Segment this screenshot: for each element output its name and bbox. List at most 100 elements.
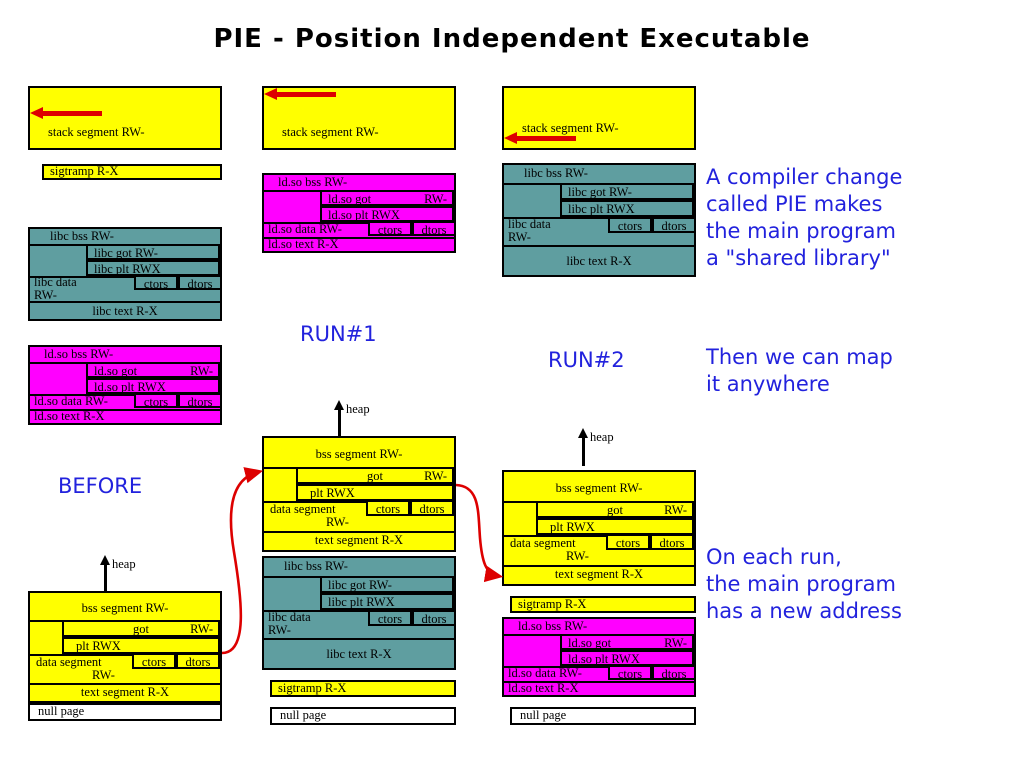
before-stack-growth-arrow [30,107,102,119]
run2-sigtramp: sigtramp R-X [510,596,696,613]
before-null-page-label: null page [38,704,85,718]
before-libc-data-perm: RW- [34,288,57,302]
column-caption-before: BEFORE [58,474,143,498]
before-got-label: got [133,622,149,636]
before-plt-label: plt RWX [76,639,121,653]
before-ldso-ctors-label: ctors [143,395,169,408]
run2-data-label: data segment [510,536,576,550]
run2-libc-block: libc bss RW- libc got RW- libc plt RWX l… [502,163,696,277]
run2-dtors-label: dtors [659,536,685,550]
before-libc-plt-label: libc plt RWX [94,262,161,276]
run2-ldso-ctors-label: ctors [617,667,643,680]
run1-libc-bss-label: libc bss RW- [284,559,348,573]
run2-libc-got: libc got RW- [560,183,694,200]
run1-ldso-got-perm: RW- [424,192,447,206]
run1-ldso-got-label: ld.so got [328,192,372,206]
run1-libc-got: libc got RW- [320,576,454,593]
run1-stack-growth-arrow [264,88,336,100]
column-caption-run2: RUN#2 [548,348,625,372]
run2-got-perm: RW- [664,503,687,517]
run1-text-label: text segment R-X [314,533,404,547]
run1-null-page-label: null page [280,708,327,722]
run1-bss-label: bss segment RW- [315,447,403,461]
run2-ctors: ctors [606,534,650,550]
before-ldso-bss-label: ld.so bss RW- [44,347,114,361]
run1-ldso-block: ld.so bss RW- ld.so got RW- ld.so plt RW… [262,173,456,253]
run2-ldso-ctors: ctors [608,665,652,680]
before-sigtramp-label: sigtramp R-X [50,164,119,178]
run2-got: got RW- [536,501,694,518]
run2-libc-got-label: libc got RW- [568,185,632,199]
run2-ctors-label: ctors [615,536,641,550]
run1-sigtramp: sigtramp R-X [270,680,456,697]
run1-ctors-label: ctors [375,502,401,516]
before-ldso-dtors: dtors [178,393,220,408]
run2-libc-plt: libc plt RWX [560,200,694,217]
run1-libc-dtors: dtors [412,610,454,626]
before-libc-dtors-label: dtors [187,277,213,290]
before-ldso-ctors: ctors [134,393,178,408]
run2-ldso-got-label: ld.so got [568,636,612,650]
before-main-program: bss segment RW- got RW- plt RWX ctors dt… [28,591,222,703]
run1-libc-block: libc bss RW- libc got RW- libc plt RWX l… [262,556,456,670]
run1-main-program: bss segment RW- got RW- plt RWX ctors dt… [262,436,456,552]
relocation-arrow-run1-to-run2 [455,483,504,583]
run1-stack-segment-label: stack segment RW- [282,125,379,139]
before-plt: plt RWX [62,637,220,654]
run2-data-perm: RW- [566,549,589,563]
run2-libc-bss-label: libc bss RW- [524,166,588,180]
before-ldso-plt-label: ld.so plt RWX [94,380,166,394]
before-libc-block: libc bss RW- libc got RW- libc plt RWX l… [28,227,222,321]
run1-dtors: dtors [410,500,454,516]
run2-dtors: dtors [650,534,694,550]
run1-libc-got-label: libc got RW- [328,578,392,592]
run1-got: got RW- [296,467,454,484]
before-libc-got-label: libc got RW- [94,246,158,260]
note-map: Then we can map it anywhere [706,345,893,396]
before-ldso-data-label: ld.so data RW- [34,394,108,408]
before-ldso-dtors-label: dtors [187,395,213,408]
run2-libc-plt-label: libc plt RWX [568,202,635,216]
run2-plt-label: plt RWX [550,520,595,534]
run1-ldso-got: ld.so got RW- [320,190,454,206]
note-pie: A compiler change called PIE makes the m… [706,165,903,270]
before-ldso-block: ld.so bss RW- ld.so got RW- ld.so plt RW… [28,345,222,425]
run2-libc-ctors: ctors [608,217,652,233]
run2-ldso-bss-label: ld.so bss RW- [518,619,588,633]
before-libc-plt: libc plt RWX [86,260,220,276]
before-ldso-got: ld.so got RW- [86,362,220,378]
before-libc-ctors: ctors [134,275,178,290]
run2-null-page-label: null page [520,708,567,722]
run1-libc-plt: libc plt RWX [320,593,454,610]
before-null-page: null page [28,703,222,721]
run2-ldso-text-label: ld.so text R-X [508,681,579,695]
run1-ldso-plt-label: ld.so plt RWX [328,208,400,222]
run1-libc-dtors-label: dtors [421,612,447,626]
run1-ctors: ctors [366,500,410,516]
run2-main-program: bss segment RW- got RW- plt RWX ctors dt… [502,470,696,586]
before-text-label: text segment R-X [80,685,170,699]
before-heap-label: heap [112,557,136,571]
run1-libc-ctors: ctors [368,610,412,626]
run2-ldso-got-perm: RW- [664,636,687,650]
before-dtors: dtors [176,653,220,669]
run2-ldso-block: ld.so bss RW- ld.so got RW- ld.so plt RW… [502,617,696,697]
run2-libc-data-perm: RW- [508,230,531,244]
run2-libc-dtors-label: dtors [661,219,687,233]
before-stack-segment: stack segment RW- [28,86,222,150]
column-caption-run1: RUN#1 [300,322,377,346]
relocation-arrow-before-to-run1 [221,467,264,655]
run2-ldso-dtors-label: dtors [661,667,687,680]
run1-libc-plt-label: libc plt RWX [328,595,395,609]
run2-bss-label: bss segment RW- [555,481,643,495]
run2-libc-ctors-label: ctors [617,219,643,233]
run2-ldso-dtors: dtors [652,665,694,680]
before-data-label: data segment [36,655,102,669]
before-ldso-plt: ld.so plt RWX [86,378,220,394]
run2-libc-data-label: libc data [508,217,551,231]
run2-got-label: got [607,503,623,517]
run1-stack-segment: stack segment RW- [262,86,456,150]
note-address: On each run, the main program has a new … [706,545,902,623]
before-sigtramp: sigtramp R-X [42,164,222,180]
run2-libc-dtors: dtors [652,217,694,233]
